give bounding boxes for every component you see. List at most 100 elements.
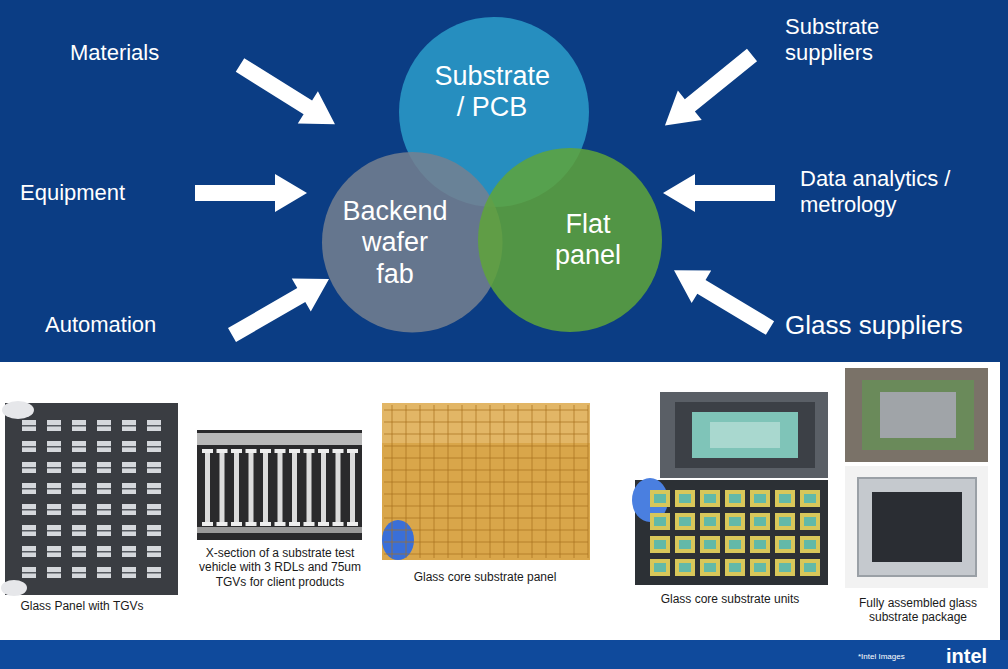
glass-core-panel-photo (384, 446, 588, 447)
glass-core-units-photo (635, 480, 828, 585)
glass-panel-photo (122, 467, 136, 469)
glass-core-units-photo (675, 402, 815, 468)
glass-core-units-photo (804, 540, 816, 549)
glass-panel-photo (47, 546, 61, 557)
glass-panel-photo (122, 425, 136, 427)
circle-label: Flat panel (555, 209, 621, 271)
glass-panel-photo (72, 551, 86, 553)
glass-core-units-photo (675, 536, 695, 553)
glass-core-units-photo (729, 563, 741, 572)
glass-panel-photo (147, 572, 161, 574)
glass-core-units-photo (804, 517, 816, 526)
cross-section-photo (246, 522, 257, 526)
block-arrow (223, 263, 339, 352)
cross-section-photo (321, 452, 326, 524)
glass-core-units-photo (754, 540, 766, 549)
node-text-group: Backend wafer fab (342, 196, 447, 289)
glass-panel-photo (72, 509, 86, 511)
glass-core-panel-photo (384, 434, 588, 435)
glass-core-units-photo (804, 494, 816, 503)
glass-core-units-photo (779, 517, 791, 526)
glass-panel-photo (22, 425, 36, 427)
glass-panel-photo (22, 567, 36, 578)
input-label: Data analytics / metrology (800, 166, 990, 219)
photo-caption: Glass Panel with TGVs (2, 599, 162, 613)
venn-circle: Flat panel (478, 148, 662, 332)
glass-panel-photo (47, 446, 61, 448)
assembled-package-photo (845, 466, 988, 588)
glass-panel-photo (22, 504, 36, 515)
cross-section-photo (260, 522, 271, 526)
glass-core-units-photo (654, 540, 666, 549)
glass-panel-photo (47, 551, 61, 553)
input-label: Materials (70, 40, 159, 66)
glass-core-units-photo (750, 559, 770, 576)
glass-panel-photo (72, 462, 86, 473)
glass-panel-photo (147, 504, 161, 515)
glass-panel-photo (47, 462, 61, 473)
circle-label: Backend wafer fab (342, 196, 447, 289)
glass-core-units-photo (779, 540, 791, 549)
input-label: Automation (45, 312, 156, 338)
glass-core-units-photo (729, 540, 741, 549)
assembled-package-photo (880, 392, 956, 438)
cross-section-photo (318, 522, 329, 526)
glass-panel-photo (72, 483, 86, 494)
glass-panel-photo (97, 462, 111, 473)
glass-panel-photo (97, 425, 111, 427)
glass-core-panel-photo (384, 506, 588, 507)
glass-panel-photo (22, 483, 36, 494)
glass-core-units-photo (804, 563, 816, 572)
glass-core-units-photo (754, 517, 766, 526)
glass-panel-photo (2, 401, 34, 419)
glass-core-panel-photo (384, 530, 588, 531)
glass-panel-photo (97, 488, 111, 490)
glass-core-units-photo (779, 494, 791, 503)
glass-core-units-photo (700, 490, 720, 507)
glass-core-units-photo (675, 559, 695, 576)
glass-panel-photo (147, 567, 161, 578)
glass-panel-photo (97, 546, 111, 557)
cross-section-photo (347, 522, 358, 526)
glass-core-units-photo (675, 490, 695, 507)
cross-section-photo (318, 449, 329, 453)
glass-panel-photo (97, 441, 111, 452)
cross-section-photo (347, 449, 358, 453)
glass-core-units-photo (750, 490, 770, 507)
glass-core-units-photo (800, 559, 820, 576)
glass-core-panel-photo (382, 403, 590, 560)
glass-panel-photo (72, 441, 86, 452)
glass-panel-photo (122, 567, 136, 578)
glass-panel-photo (72, 504, 86, 515)
cross-section-photo (205, 452, 210, 524)
glass-panel-photo (47, 488, 61, 490)
glass-panel-photo (122, 441, 136, 452)
glass-panel-photo (47, 504, 61, 515)
glass-panel-photo (122, 504, 136, 515)
cross-section-photo (231, 522, 242, 526)
glass-panel-photo (1, 580, 27, 596)
glass-panel-photo (47, 425, 61, 427)
input-label: Glass suppliers (785, 310, 963, 341)
glass-panel-photo (22, 441, 36, 452)
glass-panel-photo (97, 504, 111, 515)
glass-core-panel-photo (382, 403, 590, 560)
glass-core-panel-photo (384, 494, 588, 495)
glass-core-units-photo (750, 536, 770, 553)
glass-panel-photo (47, 525, 61, 536)
glass-panel-photo (72, 525, 86, 536)
image-credit: *Intel Images (858, 652, 905, 662)
glass-panel-photo (147, 462, 161, 473)
cross-section-photo (307, 452, 312, 524)
glass-panel-photo (47, 572, 61, 574)
glass-panel-photo (72, 425, 86, 427)
glass-core-units-photo (704, 563, 716, 572)
glass-core-units-photo (650, 490, 670, 507)
cross-section-photo (292, 452, 297, 524)
glass-core-units-photo (775, 536, 795, 553)
glass-panel-photo (147, 483, 161, 494)
glass-panel-photo (122, 525, 136, 536)
glass-panel-photo (72, 546, 86, 557)
glass-panel-photo (97, 509, 111, 511)
